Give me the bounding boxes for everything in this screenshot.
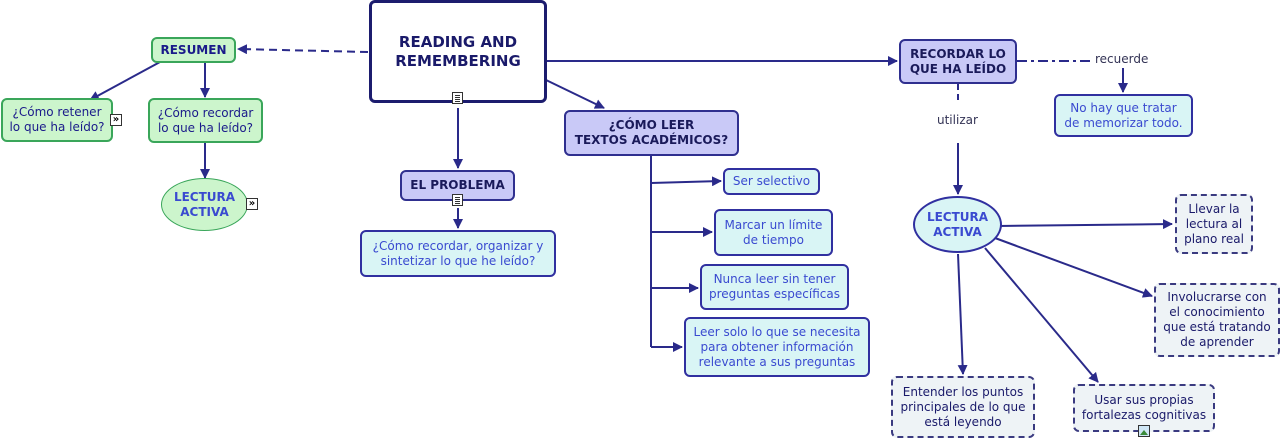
entender-node[interactable]: Entender los puntos principales de lo qu… bbox=[891, 376, 1035, 438]
document-icon[interactable] bbox=[452, 92, 463, 104]
resumen-node[interactable]: RESUMEN bbox=[151, 37, 236, 63]
main-concept-node[interactable]: READING AND REMEMBERING bbox=[369, 0, 547, 103]
ser-selectivo-node[interactable]: Ser selectivo bbox=[723, 168, 820, 195]
image-icon[interactable] bbox=[1138, 425, 1150, 437]
recordar-question-node[interactable]: ¿Cómo recordar lo que ha leído? bbox=[148, 98, 263, 143]
involucrarse-node[interactable]: Involucrarse con el conocimiento que est… bbox=[1154, 283, 1280, 357]
link-main-resumen bbox=[237, 44, 369, 55]
como-leer-node[interactable]: ¿CÓMO LEER TEXTOS ACADÉMICOS? bbox=[564, 110, 739, 156]
lectura-activa-left-node[interactable]: LECTURA ACTIVA bbox=[161, 178, 248, 231]
link-to-selectivo bbox=[650, 176, 722, 187]
link-lectura-entender bbox=[957, 253, 968, 375]
problema-question-node[interactable]: ¿Cómo recordar, organizar y sintetizar l… bbox=[360, 230, 556, 277]
link-resumen-retener bbox=[89, 61, 161, 101]
limite-tiempo-node[interactable]: Marcar un límite de tiempo bbox=[714, 209, 833, 256]
link-main-comoleer bbox=[545, 79, 605, 109]
recuerde-link-label: recuerde bbox=[1093, 52, 1151, 66]
llevar-node[interactable]: Llevar la lectura al plano real bbox=[1175, 194, 1253, 254]
retener-question-node[interactable]: ¿Cómo retener lo que ha leído? bbox=[1, 98, 113, 142]
link-arrows-icon[interactable]: » bbox=[246, 198, 258, 210]
leer-solo-node[interactable]: Leer solo lo que se necesita para obtene… bbox=[684, 317, 870, 377]
document-icon[interactable] bbox=[452, 194, 463, 206]
link-lectura-involucrarse bbox=[994, 237, 1153, 298]
link-arrows-icon[interactable]: » bbox=[110, 114, 122, 126]
link-lectura-fortalezas bbox=[984, 247, 1099, 383]
nunca-leer-node[interactable]: Nunca leer sin tener preguntas específic… bbox=[700, 264, 849, 310]
utilizar-link-label: utilizar bbox=[935, 113, 980, 127]
memorizar-node[interactable]: No hay que tratar de memorizar todo. bbox=[1054, 94, 1193, 137]
lectura-activa-right-node[interactable]: LECTURA ACTIVA bbox=[913, 196, 1002, 253]
link-lectura-llevar bbox=[997, 219, 1173, 230]
recordar-node[interactable]: RECORDAR LO QUE HA LEÍDO bbox=[899, 39, 1017, 84]
fortalezas-node[interactable]: Usar sus propias fortalezas cognitivas bbox=[1073, 384, 1215, 432]
